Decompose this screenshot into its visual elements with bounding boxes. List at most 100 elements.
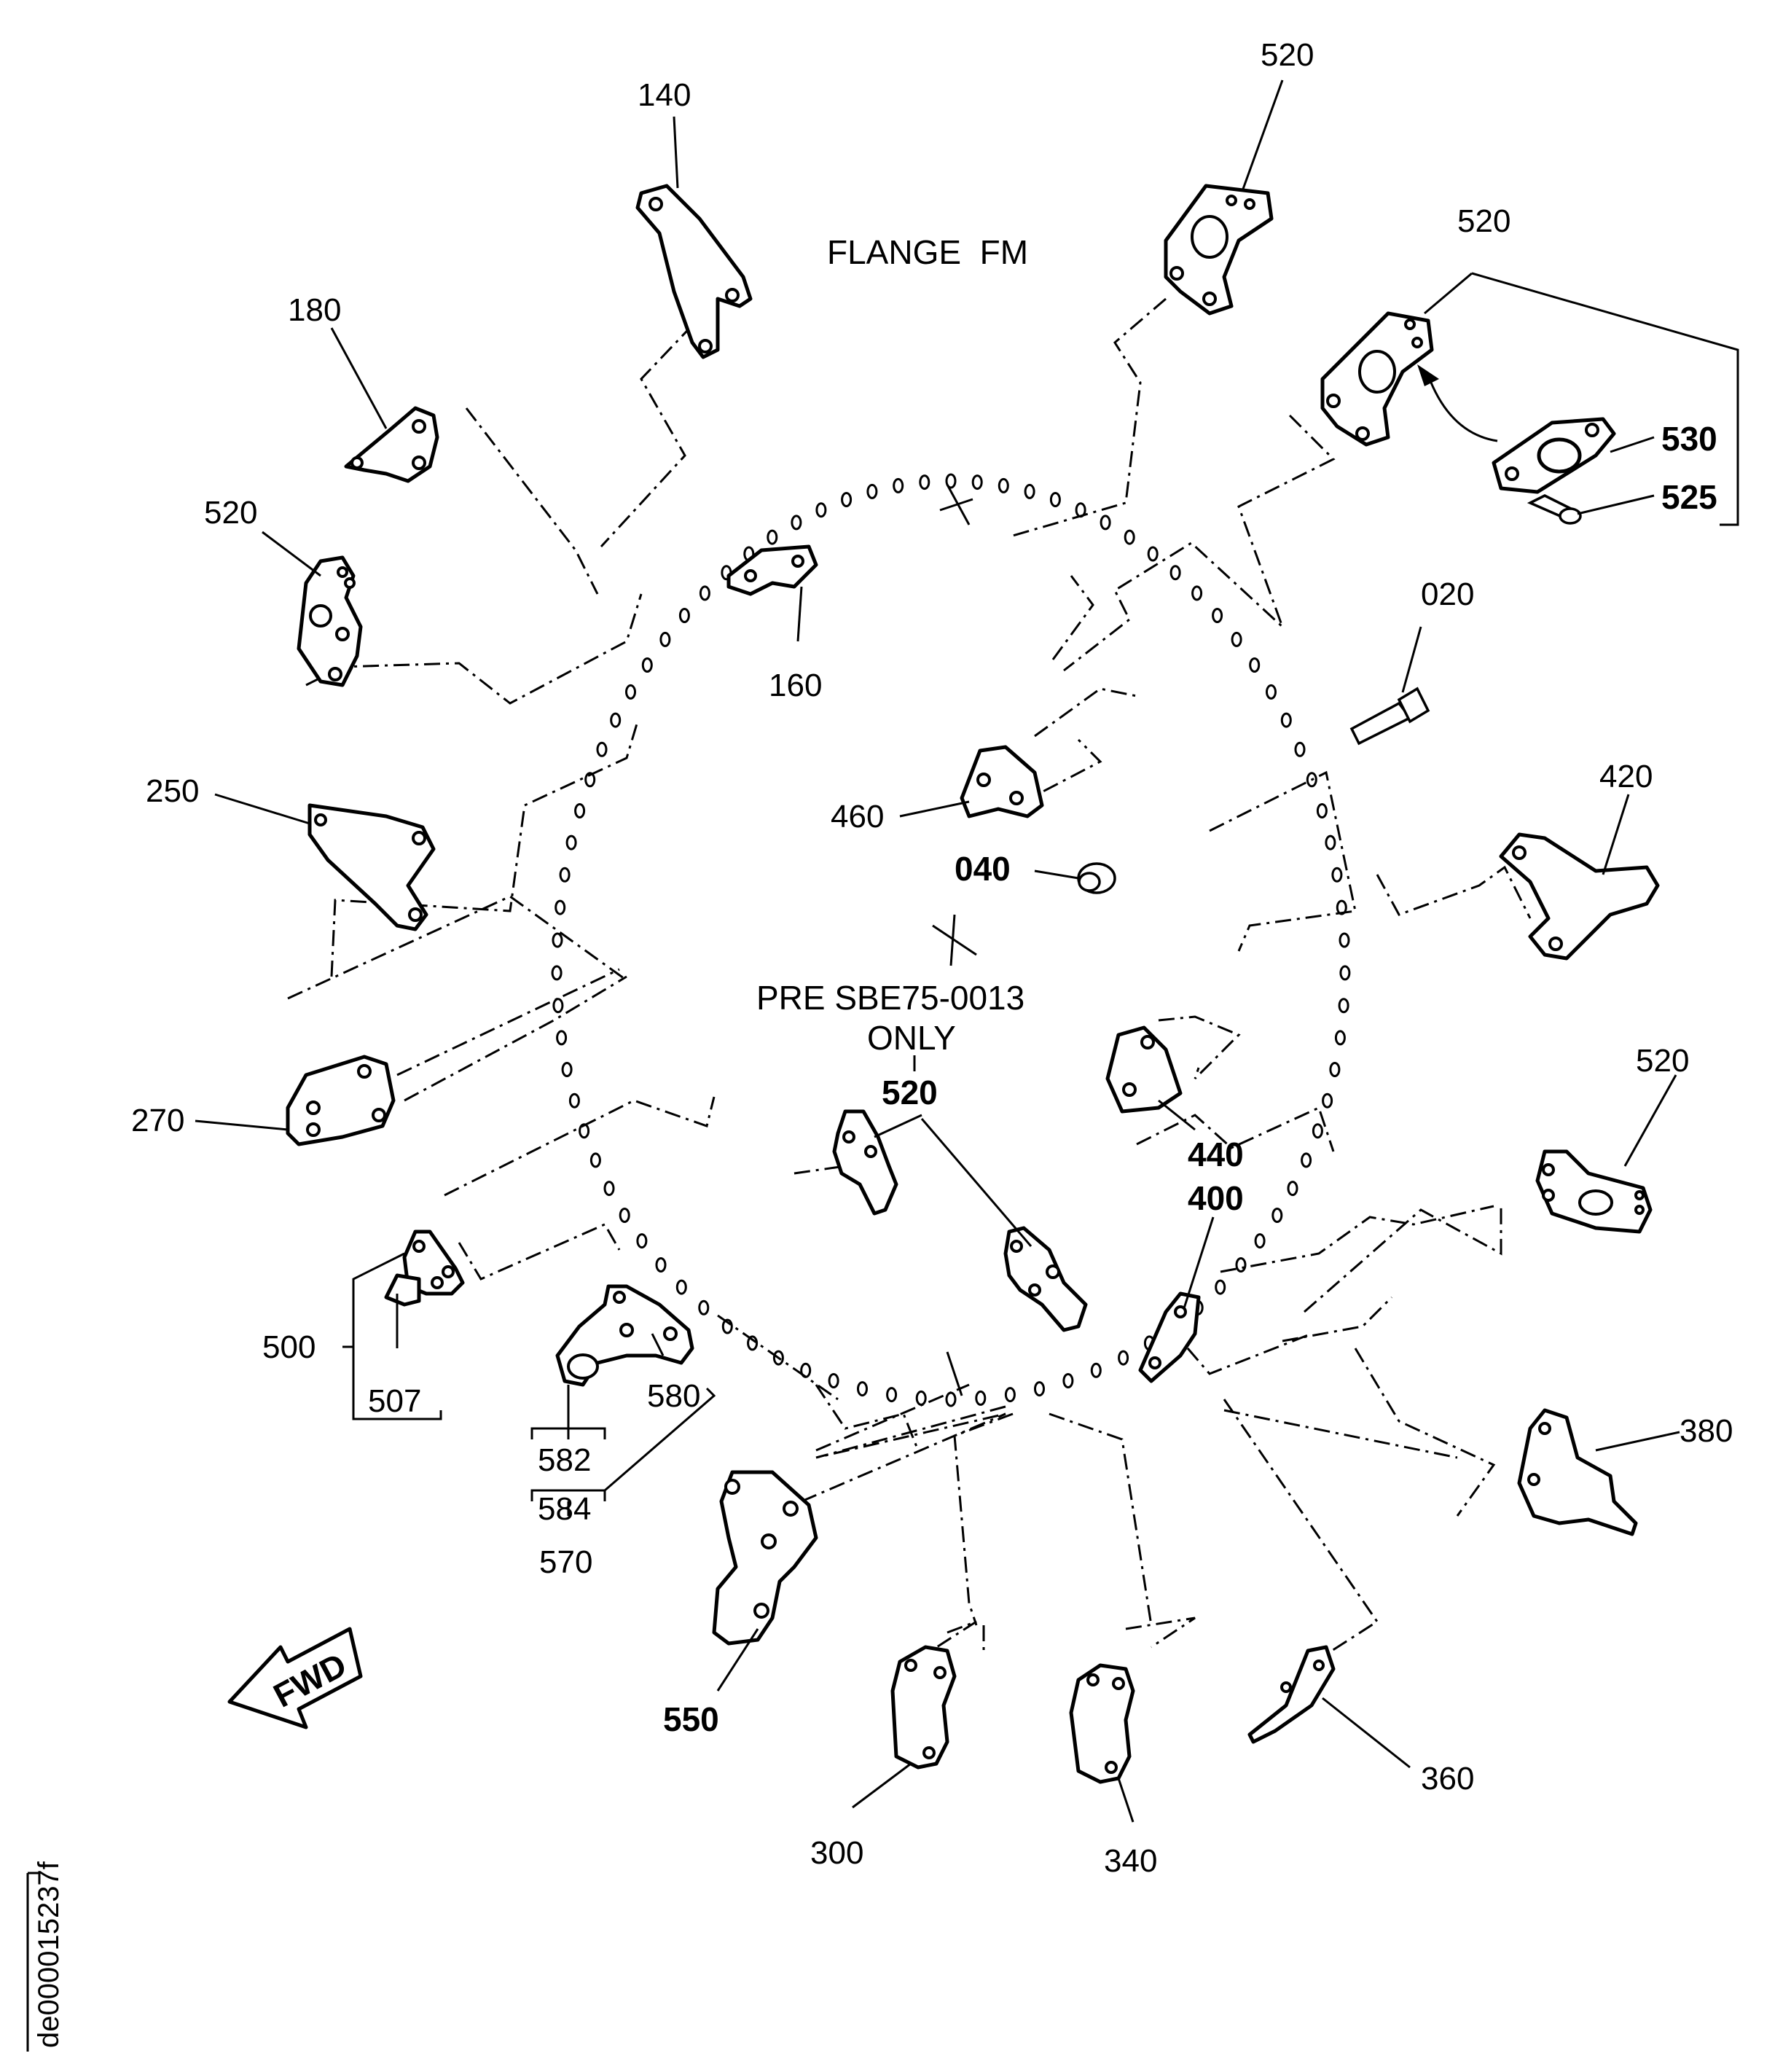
flange-hole — [610, 712, 622, 728]
flange-hole — [556, 1030, 568, 1046]
flange-hole — [1249, 657, 1261, 673]
bracket-520-lower-right — [1535, 1149, 1653, 1234]
bracket-520-center — [1003, 1226, 1088, 1332]
flange-hole — [893, 477, 904, 493]
flange-hole — [791, 515, 802, 531]
flange-hole — [767, 529, 778, 545]
flange-hole — [1339, 932, 1350, 948]
figure-id: de000015237f — [26, 1861, 65, 2052]
flange-hole — [619, 1208, 630, 1223]
flange-hole — [555, 899, 566, 915]
part-label-580: 580 — [647, 1378, 700, 1414]
diagram-title: FLANGE FM — [827, 233, 1028, 271]
nut-040 — [1077, 862, 1116, 894]
flange-hole — [975, 1390, 987, 1406]
flange-hole — [1024, 483, 1035, 499]
bracket-420 — [1499, 832, 1660, 961]
flange-hole — [1280, 712, 1292, 728]
bracket-440 — [1105, 1025, 1183, 1114]
flange-hole — [1287, 1181, 1298, 1197]
flange-hole — [1316, 803, 1328, 818]
bracket-180 — [344, 406, 439, 483]
flange-hole — [1004, 1387, 1016, 1403]
flange-hole — [998, 477, 1009, 493]
flange-hole — [584, 772, 596, 788]
bracket-520-top — [1164, 184, 1274, 316]
flange-hole — [815, 502, 827, 518]
flange-hole — [589, 1152, 601, 1168]
flange-hole — [551, 965, 563, 981]
flange-hole — [1231, 631, 1242, 647]
flange-hole — [1294, 741, 1306, 757]
flange-hole — [1301, 1152, 1312, 1168]
flange-hole — [945, 473, 957, 489]
note-part-number: 520 — [882, 1074, 938, 1111]
part-label-440: 440 — [1188, 1135, 1244, 1173]
bracket-400 — [1138, 1291, 1201, 1383]
part-label-040: 040 — [955, 850, 1011, 888]
flange-hole — [1266, 684, 1277, 700]
flange-hole — [828, 1373, 839, 1388]
bracket-550 — [712, 1470, 818, 1646]
flange-hole — [559, 867, 571, 883]
part-label-525: 525 — [1661, 478, 1717, 516]
bracket-270 — [286, 1055, 396, 1146]
flange-hole — [561, 1062, 573, 1077]
bracket-380 — [1517, 1408, 1638, 1536]
part-label-507: 507 — [368, 1383, 421, 1419]
flange-hole — [1100, 515, 1111, 531]
flange-hole — [675, 1279, 687, 1295]
flange-hole — [841, 492, 853, 507]
alignment-lines — [287, 297, 1532, 1656]
flange-hole — [886, 1387, 898, 1403]
flange-hole — [698, 1299, 710, 1315]
part-label-420: 420 — [1599, 759, 1653, 794]
bracket-500 — [384, 1229, 465, 1307]
part-label-530: 530 — [1661, 420, 1717, 458]
figure-id-text: de000015237f — [33, 1861, 65, 2048]
part-label-584: 584 — [538, 1491, 591, 1527]
flange-hole — [596, 741, 608, 757]
flange-hole — [945, 1391, 957, 1407]
part-label-340: 340 — [1104, 1843, 1157, 1879]
flange-hole — [857, 1381, 868, 1397]
flange-hole — [678, 608, 690, 623]
flange-hole — [1329, 1062, 1341, 1077]
leader-lines — [195, 79, 1739, 1823]
bracket-160 — [726, 544, 818, 596]
bracket-300 — [890, 1645, 957, 1770]
bracket-140 — [635, 184, 753, 359]
part-label-360: 360 — [1421, 1761, 1474, 1797]
flange-hole — [574, 803, 586, 818]
part-label-550: 550 — [663, 1700, 719, 1738]
bolt-020 — [1349, 687, 1430, 746]
bolt-525 — [1527, 494, 1582, 525]
flange-hole — [568, 1092, 580, 1109]
part-label-250: 250 — [146, 773, 199, 809]
part-label-180: 180 — [288, 292, 341, 328]
part-label-160: 160 — [769, 668, 822, 703]
flange-hole — [747, 1335, 759, 1351]
flange-hole — [1118, 1350, 1129, 1366]
part-label-140: 140 — [638, 77, 691, 113]
flange-hole — [1271, 1208, 1283, 1223]
flange-hole — [552, 998, 564, 1014]
bracket-520-right — [1320, 311, 1434, 447]
flange-hole — [1034, 1381, 1045, 1397]
bracket-520-note — [832, 1109, 898, 1216]
flange-hole — [971, 474, 983, 490]
flange-bolt-circle — [551, 473, 1351, 1407]
part-label-270: 270 — [131, 1103, 184, 1138]
flange-hole — [1124, 529, 1135, 545]
flange-hole — [625, 684, 636, 700]
flange-hole — [1147, 546, 1159, 562]
flange-hole — [603, 1181, 615, 1197]
flange-hole — [1090, 1362, 1102, 1378]
flange-hole — [655, 1257, 667, 1272]
flange-hole — [919, 474, 930, 490]
part-label-520-left: 520 — [204, 495, 257, 531]
flange-hole — [1049, 492, 1061, 507]
part-label-300: 300 — [810, 1835, 863, 1871]
flange-hole — [1322, 1092, 1333, 1109]
